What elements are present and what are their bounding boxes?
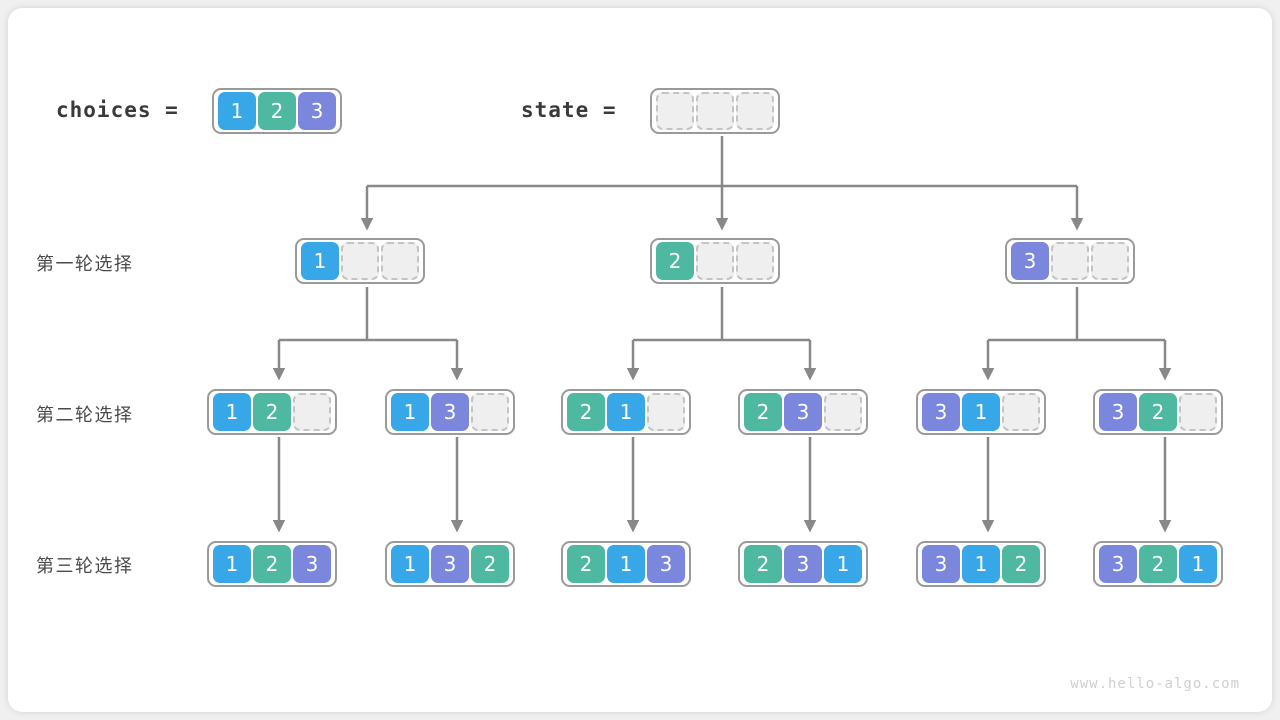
node-cell: 1 <box>301 242 339 280</box>
state-label: state = <box>521 98 617 122</box>
node-cell: 2 <box>1002 545 1040 583</box>
tree-node-r1-n1: 1 <box>295 238 425 284</box>
node-cell: 1 <box>607 545 645 583</box>
node-cell: 1 <box>962 545 1000 583</box>
row-label-round-3: 第三轮选择 <box>36 556 134 577</box>
tree-node-r2-n6: 3 2 <box>1093 389 1223 435</box>
state-cell-empty <box>656 92 694 130</box>
node-cell: 1 <box>391 545 429 583</box>
tree-node-r2-n2: 1 3 <box>385 389 515 435</box>
node-cell: 3 <box>431 545 469 583</box>
node-cell: 3 <box>922 393 960 431</box>
node-cell: 3 <box>431 393 469 431</box>
node-cell: 3 <box>293 545 331 583</box>
tree-node-r2-n3: 2 1 <box>561 389 691 435</box>
tree-node-r1-n3: 3 <box>1005 238 1135 284</box>
tree-node-r2-n5: 3 1 <box>916 389 1046 435</box>
row-label-round-2: 第二轮选择 <box>36 405 134 426</box>
node-cell: 1 <box>213 545 251 583</box>
choices-cell: 2 <box>258 92 296 130</box>
node-cell: 1 <box>213 393 251 431</box>
node-cell: 1 <box>607 393 645 431</box>
tree-node-r3-n6: 3 2 1 <box>1093 541 1223 587</box>
tree-node-r3-n5: 3 1 2 <box>916 541 1046 587</box>
node-cell-empty <box>824 393 862 431</box>
tree-node-r3-n4: 2 3 1 <box>738 541 868 587</box>
node-cell-empty <box>696 242 734 280</box>
node-cell: 1 <box>962 393 1000 431</box>
node-cell: 2 <box>1139 393 1177 431</box>
node-cell: 2 <box>567 393 605 431</box>
node-cell: 2 <box>744 545 782 583</box>
tree-node-r2-n4: 2 3 <box>738 389 868 435</box>
row-label-round-1: 第一轮选择 <box>36 254 134 275</box>
node-cell: 2 <box>253 545 291 583</box>
node-cell: 3 <box>784 545 822 583</box>
node-cell: 3 <box>1011 242 1049 280</box>
node-cell: 2 <box>1139 545 1177 583</box>
node-cell: 3 <box>1099 393 1137 431</box>
node-cell-empty <box>471 393 509 431</box>
node-cell-empty <box>341 242 379 280</box>
watermark: www.hello-algo.com <box>1070 676 1240 692</box>
choices-array: 1 2 3 <box>212 88 342 134</box>
choices-cell: 3 <box>298 92 336 130</box>
tree-node-r1-n2: 2 <box>650 238 780 284</box>
tree-node-r3-n3: 2 1 3 <box>561 541 691 587</box>
node-cell: 2 <box>471 545 509 583</box>
node-cell: 2 <box>744 393 782 431</box>
diagram-card <box>8 8 1272 712</box>
node-cell-empty <box>381 242 419 280</box>
node-cell: 1 <box>824 545 862 583</box>
node-cell-empty <box>647 393 685 431</box>
tree-node-r3-n2: 1 3 2 <box>385 541 515 587</box>
node-cell: 1 <box>1179 545 1217 583</box>
node-cell: 3 <box>647 545 685 583</box>
node-cell: 2 <box>656 242 694 280</box>
state-cell-empty <box>736 92 774 130</box>
node-cell-empty <box>736 242 774 280</box>
node-cell: 3 <box>922 545 960 583</box>
node-cell-empty <box>1091 242 1129 280</box>
state-array <box>650 88 780 134</box>
node-cell: 3 <box>784 393 822 431</box>
node-cell-empty <box>1179 393 1217 431</box>
node-cell-empty <box>1051 242 1089 280</box>
node-cell: 2 <box>567 545 605 583</box>
node-cell: 3 <box>1099 545 1137 583</box>
node-cell: 1 <box>391 393 429 431</box>
tree-node-r3-n1: 1 2 3 <box>207 541 337 587</box>
node-cell-empty <box>293 393 331 431</box>
node-cell: 2 <box>253 393 291 431</box>
state-cell-empty <box>696 92 734 130</box>
tree-node-r2-n1: 1 2 <box>207 389 337 435</box>
choices-cell: 1 <box>218 92 256 130</box>
node-cell-empty <box>1002 393 1040 431</box>
choices-label: choices = <box>56 98 179 122</box>
